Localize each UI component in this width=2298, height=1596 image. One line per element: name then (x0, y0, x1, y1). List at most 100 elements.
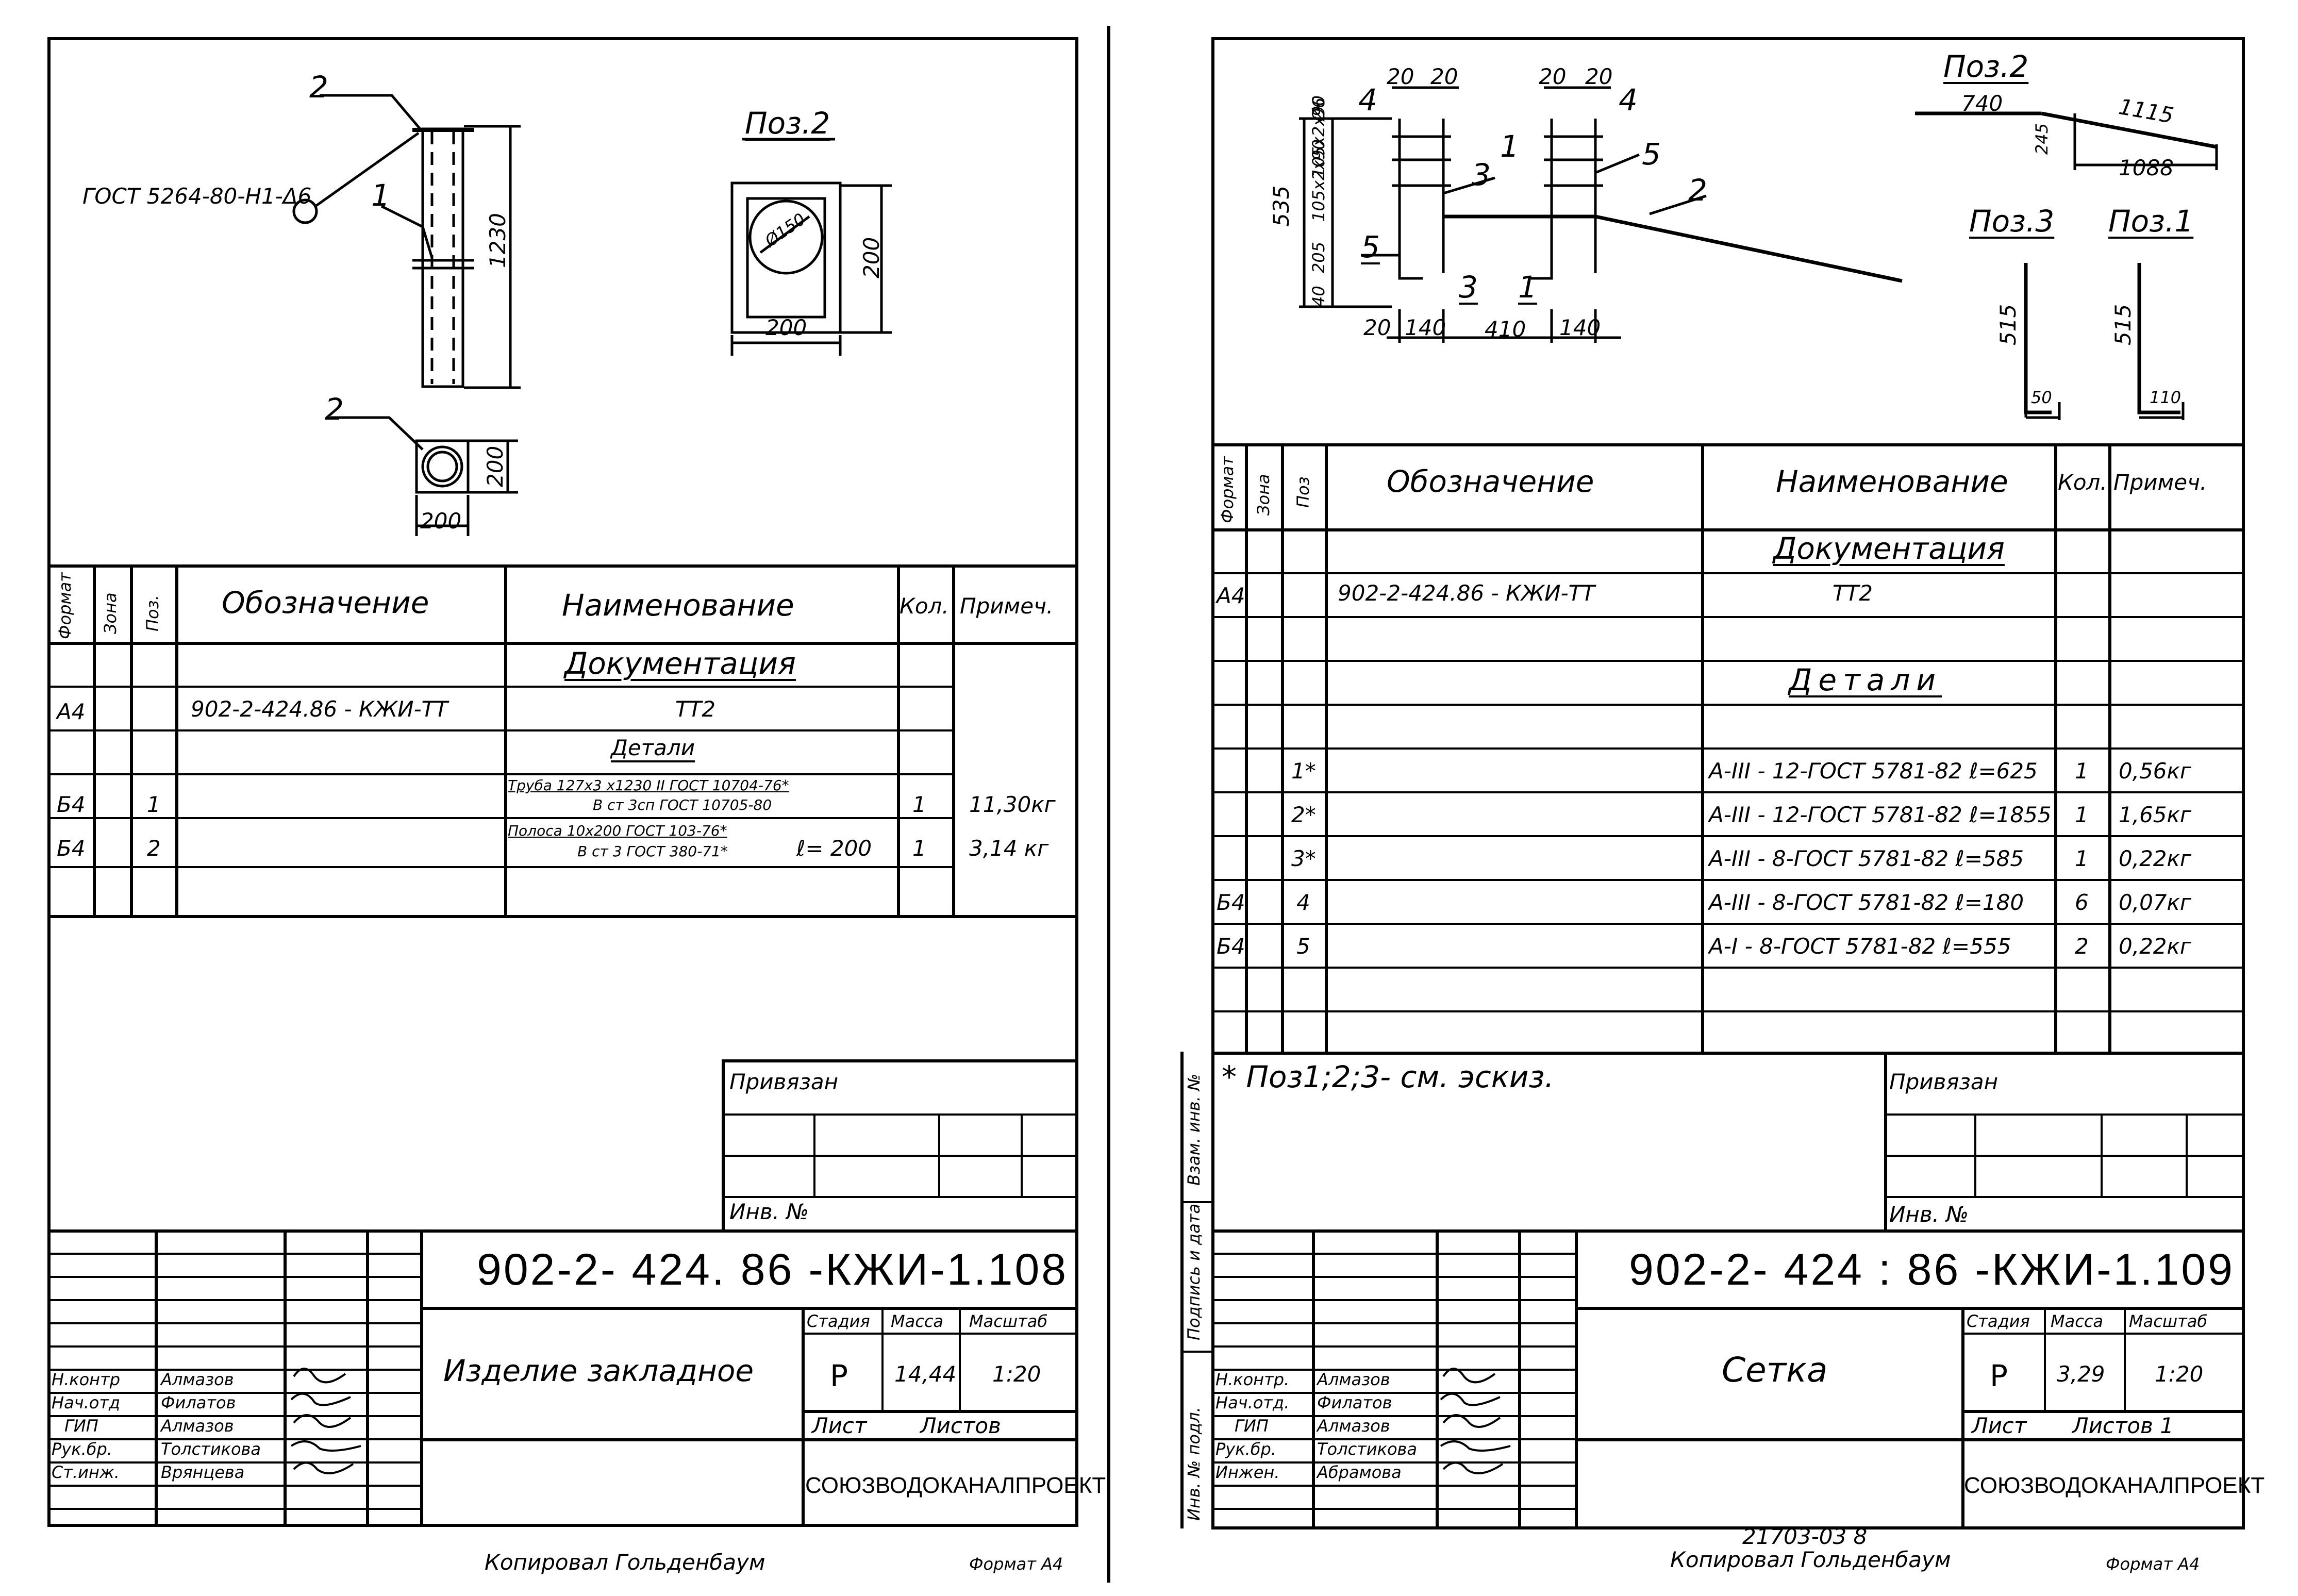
left-footer-copied: Копировал Гольденбаум (485, 1550, 765, 1575)
right-row8-name: А-I - 8-ГОСТ 5781-82 ℓ=555 (1709, 934, 2011, 959)
dim-top-4: 20 (1585, 64, 1613, 89)
right-row5-pos: 2* (1291, 802, 1316, 827)
dim-plate-side: 200 (482, 445, 508, 487)
poz2-title: Поз.2 (1943, 49, 2029, 84)
dim-left-part-5: 40 (1309, 286, 1328, 307)
right-footer-format: Формат А4 (2106, 1554, 2200, 1574)
poz3-dim-2: 50 (2031, 388, 2052, 407)
right-signer-name-2: Филатов (1317, 1393, 1392, 1412)
dim-left-part-3: 105x2x90 (1309, 139, 1328, 222)
right-row4-note: 0,56кг (2119, 758, 2191, 784)
col-header-zone: Зона (101, 592, 120, 634)
row4-name-top: Труба 127x3 x1230 II ГОСТ 10704-76* (508, 777, 789, 794)
right-signer-name-1: Алмазов (1317, 1370, 1390, 1389)
right-signer-role-4: Рук.бр. (1215, 1439, 1276, 1459)
right-row8-format: Б4 (1217, 934, 1245, 959)
col-header-qty: Кол. (900, 593, 949, 619)
right-col-header-pos: Поз (1293, 476, 1313, 508)
label-5-lower: 5 (1361, 229, 1380, 264)
left-signer-name-5: Врянцева (161, 1462, 245, 1482)
right-drawing-code: 902-2- 424 : 86 -КЖИ-1.109 (1629, 1245, 2235, 1294)
right-mass: 3,29 (2057, 1361, 2105, 1387)
left-scale: 1:20 (992, 1361, 1041, 1387)
left-drawing-title: Изделие закладное (443, 1353, 754, 1388)
right-row7-pos: 4 (1296, 890, 1310, 915)
dim-top-2: 20 (1430, 64, 1458, 89)
detail-poz2-title: Поз.2 (745, 106, 830, 141)
right-drawing-title: Сетка (1722, 1350, 1828, 1390)
dim-bottom-1: 20 (1363, 315, 1391, 340)
left-privyazan-label: Привязан (729, 1069, 839, 1094)
row4-qty: 1 (912, 792, 926, 817)
right-signer-role-1: Н.контр. (1215, 1370, 1290, 1389)
left-footer-format: Формат А4 (969, 1554, 1063, 1574)
right-col-header-format: Формат (1218, 456, 1237, 523)
right-row8-qty: 2 (2075, 934, 2089, 959)
right-row2-designation: 902-2-424.86 - КЖИ-ТТ (1338, 580, 1595, 606)
left-signer-name-2: Филатов (161, 1393, 236, 1412)
dim-bottom-2: 140 (1405, 315, 1446, 340)
right-sheets-label: Листов 1 (2072, 1413, 2174, 1438)
right-privyazan-label: Привязан (1889, 1069, 1999, 1094)
right-row7-note: 0,07кг (2119, 890, 2191, 915)
right-signer-role-2: Нач.отд. (1215, 1393, 1290, 1412)
right-mass-header: Масса (2051, 1311, 2104, 1331)
right-row-documentation: Документация (1773, 531, 2005, 566)
right-col-header-note: Примеч. (2113, 470, 2207, 495)
left-signer-name-3: Алмазов (161, 1416, 234, 1436)
detail-dim-bottom: 200 (765, 315, 807, 340)
right-row-details: Детали (1789, 662, 1942, 697)
poz2-dim-4: 1088 (2119, 155, 2174, 180)
right-row8-pos: 5 (1296, 934, 1310, 959)
col-header-designation: Обозначение (222, 585, 429, 620)
right-sheet-frame (1211, 37, 2245, 1530)
row5-format: Б4 (57, 836, 86, 861)
dim-left-part-4: 205 (1309, 241, 1328, 273)
callout-2-top: 2 (309, 70, 328, 105)
row5-name-extra: ℓ= 200 (796, 836, 872, 861)
left-signer-name-4: Толстикова (161, 1439, 261, 1459)
row4-format: Б4 (57, 792, 86, 817)
dim-bottom-4: 140 (1559, 315, 1601, 340)
right-row5-note: 1,65кг (2119, 802, 2191, 827)
right-org: СОЮЗВОДОКАНАЛПРОЕКТ (1964, 1473, 2265, 1498)
right-stage-header: Стадия (1967, 1311, 2030, 1331)
row5-name-bottom: В ст 3 ГОСТ 380-71* (577, 843, 728, 860)
right-col-header-name: Наименование (1776, 464, 2008, 499)
right-row7-format: Б4 (1217, 890, 1245, 915)
right-col-header-designation: Обозначение (1387, 464, 1594, 499)
right-row2-format: А4 (1217, 583, 1245, 608)
callout-1: 1 (371, 178, 390, 213)
right-row4-pos: 1* (1291, 758, 1316, 784)
row4-name-bottom: В ст 3сп ГОСТ 10705-80 (593, 796, 772, 813)
row2-format: А4 (57, 699, 86, 724)
poz3-dim-1: 515 (1995, 304, 2021, 345)
label-3: 3 (1472, 157, 1491, 192)
left-mass: 14,44 (894, 1361, 957, 1387)
detail-dim-right: 200 (859, 237, 884, 278)
right-col-header-zone: Зона (1254, 474, 1273, 516)
right-row8-note: 0,22кг (2119, 934, 2191, 959)
row-details: Детали (611, 735, 695, 760)
dim-top-3: 20 (1539, 64, 1567, 89)
right-sheet-label: Лист (1972, 1413, 2027, 1438)
side-label-replaced-inv: Взам. инв. № (1184, 1073, 1204, 1186)
poz3-title: Поз.3 (1969, 204, 2055, 239)
col-header-note: Примеч. (960, 593, 1054, 619)
right-inv-no-label: Инв. № (1889, 1202, 1969, 1227)
side-label-inv-original: Инв. № подл. (1184, 1407, 1204, 1521)
left-signer-role-5: Ст.инж. (52, 1462, 120, 1482)
left-sheet-frame (47, 37, 1078, 1527)
row2-name: ТТ2 (675, 696, 716, 722)
right-signer-role-5: Инжен. (1215, 1462, 1280, 1482)
right-footer-copied: Копировал Гольденбаум (1670, 1547, 1951, 1572)
label-1: 1 (1500, 129, 1519, 164)
row5-name-top: Полоса 10x200 ГОСТ 103-76* (508, 822, 727, 839)
right-row7-qty: 6 (2075, 890, 2089, 915)
row-documentation: Документация (564, 646, 796, 681)
right-row4-name: А-III - 12-ГОСТ 5781-82 ℓ=625 (1709, 758, 2038, 784)
poz1-title: Поз.1 (2108, 204, 2194, 239)
row4-pos: 1 (147, 792, 161, 817)
left-stage: Р (830, 1358, 848, 1393)
